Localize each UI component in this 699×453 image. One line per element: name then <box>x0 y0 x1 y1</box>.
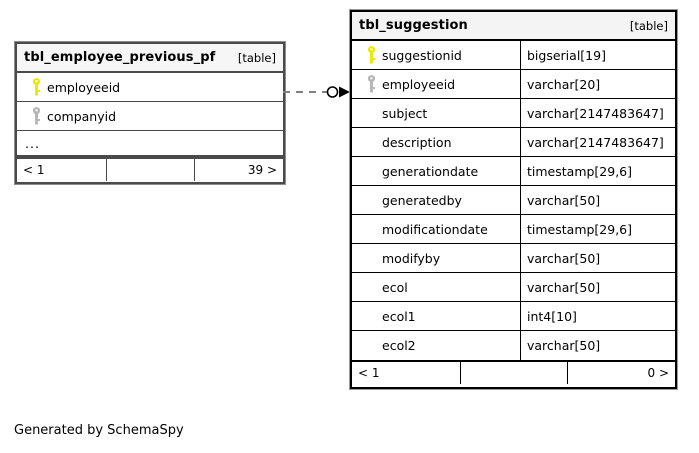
primary-key-icon <box>360 46 382 64</box>
column-type-label: varchar[2147483647] <box>520 128 675 156</box>
foreign-key-icon <box>25 107 47 125</box>
more-columns-indicator[interactable]: ... <box>17 131 283 157</box>
column-name-cell: companyid <box>17 102 283 130</box>
column-name-label: suggestionid <box>382 47 462 63</box>
column-name-cell: generatedby <box>352 186 520 214</box>
generated-by-caption: Generated by SchemaSpy <box>14 423 184 438</box>
relationship-connector-icon <box>283 78 353 106</box>
column-name-label: subject <box>382 105 428 121</box>
column-type-label: varchar[50] <box>520 273 675 301</box>
column-name-cell: employeeid <box>17 73 283 101</box>
primary-key-icon <box>25 78 47 96</box>
column-type-label: varchar[50] <box>520 244 675 272</box>
column-name-label: modifyby <box>382 250 441 266</box>
column-name-label: description <box>382 134 452 150</box>
footer-prev-link[interactable]: < 1 <box>23 163 45 177</box>
column-name-cell: modifyby <box>352 244 520 272</box>
table-title: tbl_suggestion <box>359 18 468 33</box>
column-type-label: varchar[2147483647] <box>520 99 675 127</box>
table-row[interactable]: companyid <box>17 102 283 131</box>
table-columns: suggestionid bigserial[19] employeeid va… <box>352 41 675 360</box>
table-footer: < 1 39 > <box>17 157 283 181</box>
column-name-cell: employeeid <box>352 70 520 98</box>
foreign-key-icon <box>360 75 382 93</box>
column-type-label: timestamp[29,6] <box>520 215 675 243</box>
column-name-label: ecol2 <box>382 338 416 353</box>
table-row[interactable]: employeeid varchar[20] <box>352 70 675 99</box>
table-card-tbl-employee-previous-pf[interactable]: tbl_employee_previous_pf [table] employe… <box>15 42 285 184</box>
column-name-label: employeeid <box>382 76 456 92</box>
column-name-label: employeeid <box>47 79 121 95</box>
column-type-label: varchar[20] <box>520 70 675 98</box>
table-type-tag: [table] <box>237 50 276 65</box>
column-name-label: generatedby <box>382 192 462 208</box>
table-type-tag: [table] <box>629 18 668 33</box>
table-row[interactable]: ecol2 varchar[50] <box>352 331 675 360</box>
column-name-cell: subject <box>352 99 520 127</box>
column-name-label: generationdate <box>382 163 479 179</box>
table-row[interactable]: subject varchar[2147483647] <box>352 99 675 128</box>
column-name-cell: description <box>352 128 520 156</box>
column-name-cell: ecol <box>352 273 520 301</box>
table-row[interactable]: employeeid <box>17 73 283 102</box>
column-name-label: companyid <box>47 108 117 124</box>
column-type-label: varchar[50] <box>520 331 675 360</box>
column-name-label: ecol <box>382 279 408 295</box>
column-name-cell: ecol1 <box>352 302 520 330</box>
table-row[interactable]: ecol varchar[50] <box>352 273 675 302</box>
column-type-label: bigserial[19] <box>520 41 675 69</box>
table-columns: employeeid companyid ... <box>17 73 283 157</box>
table-row[interactable]: suggestionid bigserial[19] <box>352 41 675 70</box>
table-row[interactable]: description varchar[2147483647] <box>352 128 675 157</box>
column-name-cell: suggestionid <box>352 41 520 69</box>
footer-prev-link[interactable]: < 1 <box>358 366 380 380</box>
table-row[interactable]: modifyby varchar[50] <box>352 244 675 273</box>
table-row[interactable]: ecol1 int4[10] <box>352 302 675 331</box>
table-row[interactable]: modificationdate timestamp[29,6] <box>352 215 675 244</box>
table-header: tbl_suggestion [table] <box>352 12 675 41</box>
column-type-label: varchar[50] <box>520 186 675 214</box>
column-name-cell: generationdate <box>352 157 520 185</box>
column-type-label: timestamp[29,6] <box>520 157 675 185</box>
table-row[interactable]: generationdate timestamp[29,6] <box>352 157 675 186</box>
footer-next-link[interactable]: 39 > <box>194 159 283 181</box>
table-header: tbl_employee_previous_pf [table] <box>17 44 283 73</box>
table-footer: < 1 0 > <box>352 360 675 384</box>
column-name-label: ecol1 <box>382 308 416 324</box>
table-card-tbl-suggestion[interactable]: tbl_suggestion [table] suggestionid bigs… <box>349 9 678 390</box>
column-name-cell: modificationdate <box>352 215 520 243</box>
table-title: tbl_employee_previous_pf <box>24 50 216 65</box>
footer-middle-cell <box>459 362 568 384</box>
footer-next-link[interactable]: 0 > <box>567 362 675 384</box>
column-name-label: modificationdate <box>382 221 488 237</box>
table-row[interactable]: generatedby varchar[50] <box>352 186 675 215</box>
footer-middle-cell <box>105 159 195 181</box>
column-name-cell: ecol2 <box>352 331 520 360</box>
column-type-label: int4[10] <box>520 302 675 330</box>
